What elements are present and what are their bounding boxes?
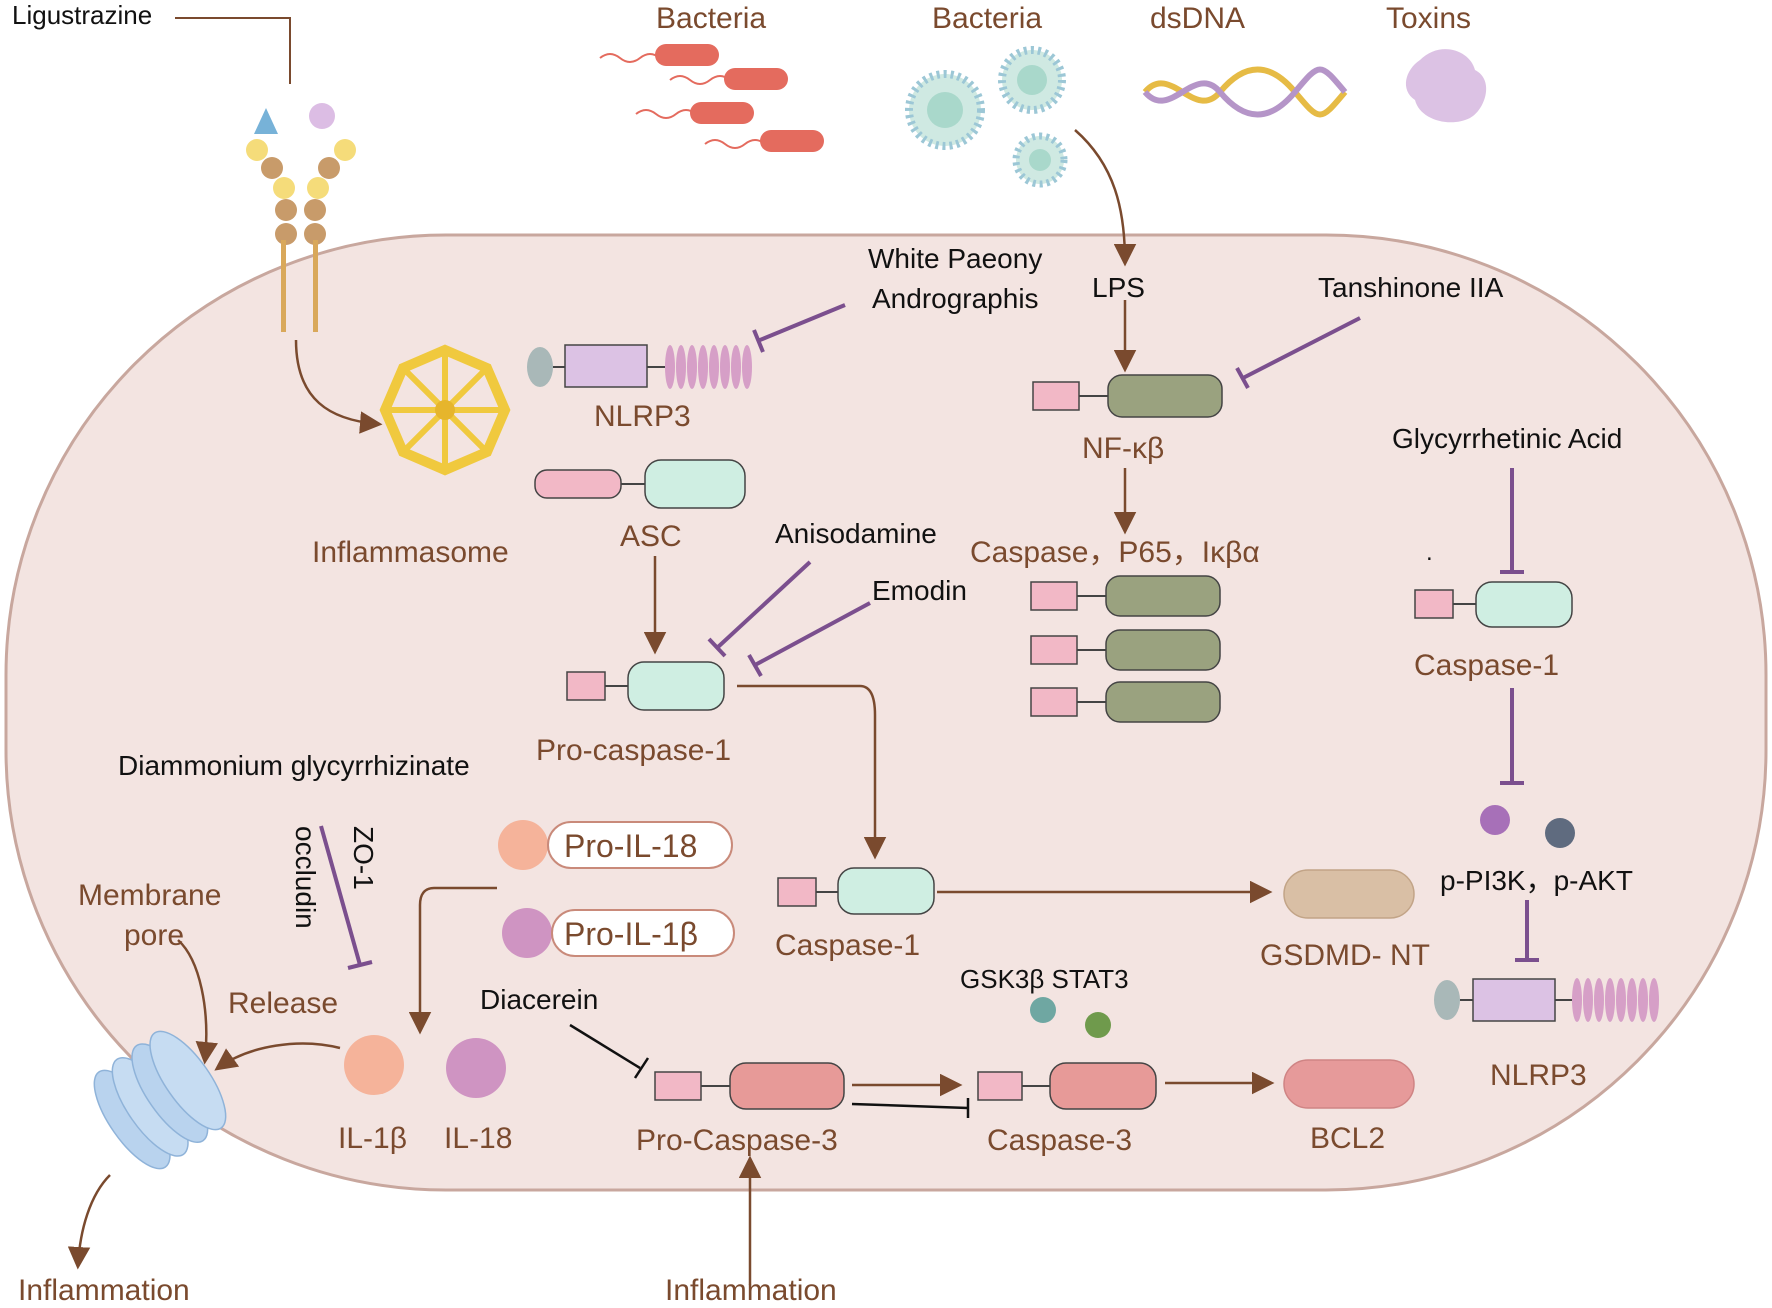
label-il18: IL-18 [444,1122,512,1155]
label-pi3k-akt: p-PI3K，p-AKT [1440,865,1633,896]
label-ligustrazine: Ligustrazine [12,0,152,30]
akt-icon [1545,818,1575,848]
label-gsk-stat: GSK3β STAT3 [960,964,1129,994]
label-white-paeony: White Paeony [868,243,1042,274]
label-il1b: IL-1β [338,1122,407,1155]
bcl2-protein [1283,1059,1415,1109]
label-procaspase1: Pro-caspase-1 [536,734,731,767]
gsdmd-protein [1283,869,1415,919]
label-anisodamine: Anisodamine [775,518,937,549]
label-pore: pore [124,919,184,952]
inflammasome-icon [379,344,511,476]
label-nlrp3-right: NLRP3 [1490,1059,1587,1092]
virus-particles-icon [905,46,1068,188]
bacteria-rods-icon [599,44,824,152]
pro-il18-protein [498,820,733,870]
label-diammonium: Diammonium glycyrrhizinate [118,750,470,781]
il18-icon [446,1038,506,1098]
label-dot: . [1426,539,1433,566]
label-membrane: Membrane [78,879,221,912]
pro-il1b-protein [502,908,735,958]
gsk3b-icon [1030,997,1056,1023]
label-occludin: occludin [290,826,321,929]
label-caspase1-mid: Caspase-1 [775,929,920,962]
nfkb-complex-stack [1030,575,1221,723]
nfkb-protein [1032,374,1223,418]
stat3-icon [1085,1012,1111,1038]
nlrp3-top-protein [527,344,752,389]
label-zo1: ZO-1 [348,826,379,890]
caspase1-mid-protein [777,867,935,915]
label-pro-il1b: Pro-IL-1β [564,916,698,952]
label-lps: LPS [1092,272,1145,303]
nlrp3-right-protein [1434,978,1659,1022]
label-caspase3: Caspase-3 [987,1124,1132,1157]
label-inflammation-bottom: Inflammation [665,1274,837,1307]
label-tanshinone: Tanshinone IIA [1318,272,1504,303]
caspase3-protein [977,1062,1157,1110]
label-andrographis: Andrographis [872,283,1039,314]
label-emodin: Emodin [872,575,967,606]
label-inflammation-left: Inflammation [18,1274,190,1307]
pi3k-icon [1480,805,1510,835]
caspase1-right-protein [1414,581,1573,628]
toxin-icon [1405,49,1487,123]
label-inflammasome: Inflammasome [312,536,509,569]
label-nfkb: NF-κβ [1082,432,1164,465]
asc-protein [534,459,746,509]
label-release: Release [228,987,338,1020]
procaspase1-protein [566,661,725,711]
membrane-pore-icon [93,1030,227,1170]
procaspase3-protein [654,1062,845,1110]
label-gsdmd: GSDMD- NT [1260,939,1430,972]
label-dsdna: dsDNA [1150,2,1245,35]
label-caspase1-right: Caspase-1 [1414,649,1559,682]
label-glycyrrhetinic: Glycyrrhetinic Acid [1392,423,1622,454]
label-asc: ASC [620,520,682,553]
label-toxins: Toxins [1386,2,1471,35]
label-diacerein: Diacerein [480,984,598,1015]
dsdna-icon [1142,66,1348,118]
label-caspase-p65: Caspase，P65，Iκβα [970,536,1260,569]
label-bacteria-2: Bacteria [932,2,1042,35]
il1b-icon [344,1035,404,1095]
receptor-icon [175,17,356,332]
label-bacteria-1: Bacteria [656,2,766,35]
label-nlrp3-top: NLRP3 [594,400,691,433]
label-procaspase3: Pro-Caspase-3 [636,1124,838,1157]
label-bcl2: BCL2 [1310,1122,1385,1155]
label-pro-il18: Pro-IL-18 [564,828,697,864]
